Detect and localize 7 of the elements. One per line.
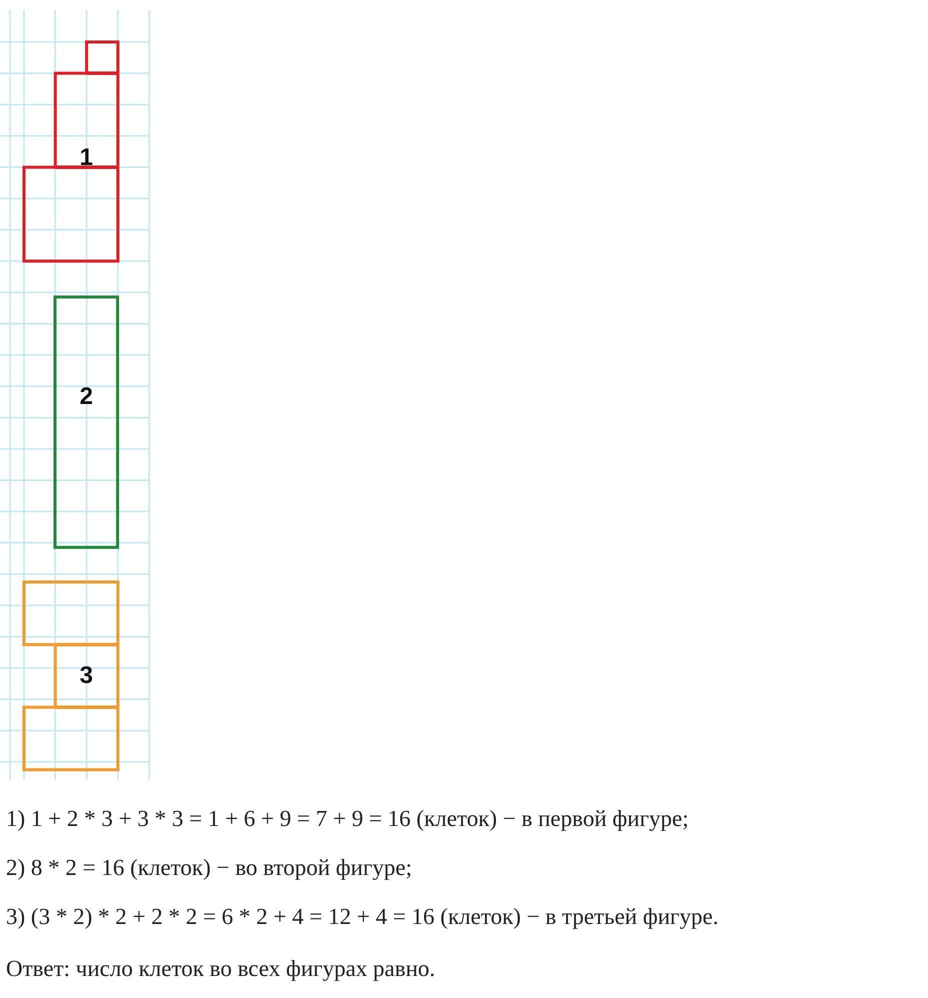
figure-number: 3 — [80, 664, 93, 688]
solution-line: 2) 8 * 2 = 16 (клеток) − во второй фигуре; — [6, 855, 412, 881]
figure-number: 1 — [80, 146, 93, 170]
answer-text: Ответ: число клеток во всех фигурах равно. — [6, 956, 436, 982]
solution-line: 1) 1 + 2 * 3 + 3 * 3 = 1 + 6 + 9 = 7 + 9 = 16 (клеток) − в первой фигуре; — [6, 806, 689, 832]
figure-number: 2 — [80, 385, 93, 410]
solution-line: 3) (3 * 2) * 2 + 2 * 2 = 6 * 2 + 4 = 12 + 4 = 16 (клеток) − в третьей фигуре. — [6, 904, 718, 930]
